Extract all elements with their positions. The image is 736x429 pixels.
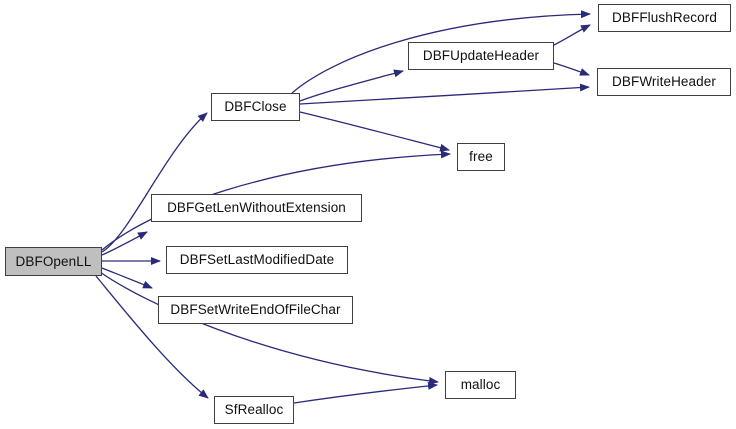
node-label: DBFClose — [224, 99, 287, 115]
node-label: DBFSetLastModifiedDate — [179, 252, 335, 268]
node-dbfsetwriteendoffilechar[interactable]: DBFSetWriteEndOfFileChar — [158, 296, 353, 324]
node-label: DBFSetWriteEndOfFileChar — [170, 302, 341, 318]
node-sfrealloc[interactable]: SfRealloc — [214, 396, 294, 424]
node-dbfflushrecord[interactable]: DBFFlushRecord — [598, 4, 731, 32]
node-label: free — [469, 149, 493, 165]
node-label: SfRealloc — [224, 402, 284, 418]
node-dbfgetlenwithoutextension[interactable]: DBFGetLenWithoutExtension — [151, 194, 362, 222]
node-label: DBFFlushRecord — [612, 10, 717, 26]
node-dbfupdateheader[interactable]: DBFUpdateHeader — [408, 42, 554, 70]
node-dbfwriteheader[interactable]: DBFWriteHeader — [597, 68, 731, 96]
node-dbfsetlastmodifieddate[interactable]: DBFSetLastModifiedDate — [166, 246, 348, 274]
node-malloc[interactable]: malloc — [445, 371, 516, 399]
node-label: DBFOpenLL — [15, 253, 92, 269]
node-free[interactable]: free — [457, 143, 505, 171]
node-label: DBFGetLenWithoutExtension — [167, 200, 346, 216]
node-dbfopenll[interactable]: DBFOpenLL — [5, 247, 102, 276]
node-label: DBFWriteHeader — [612, 74, 716, 90]
node-label: DBFUpdateHeader — [422, 48, 540, 64]
node-label: malloc — [460, 377, 501, 393]
node-dbfclose[interactable]: DBFClose — [211, 93, 300, 121]
